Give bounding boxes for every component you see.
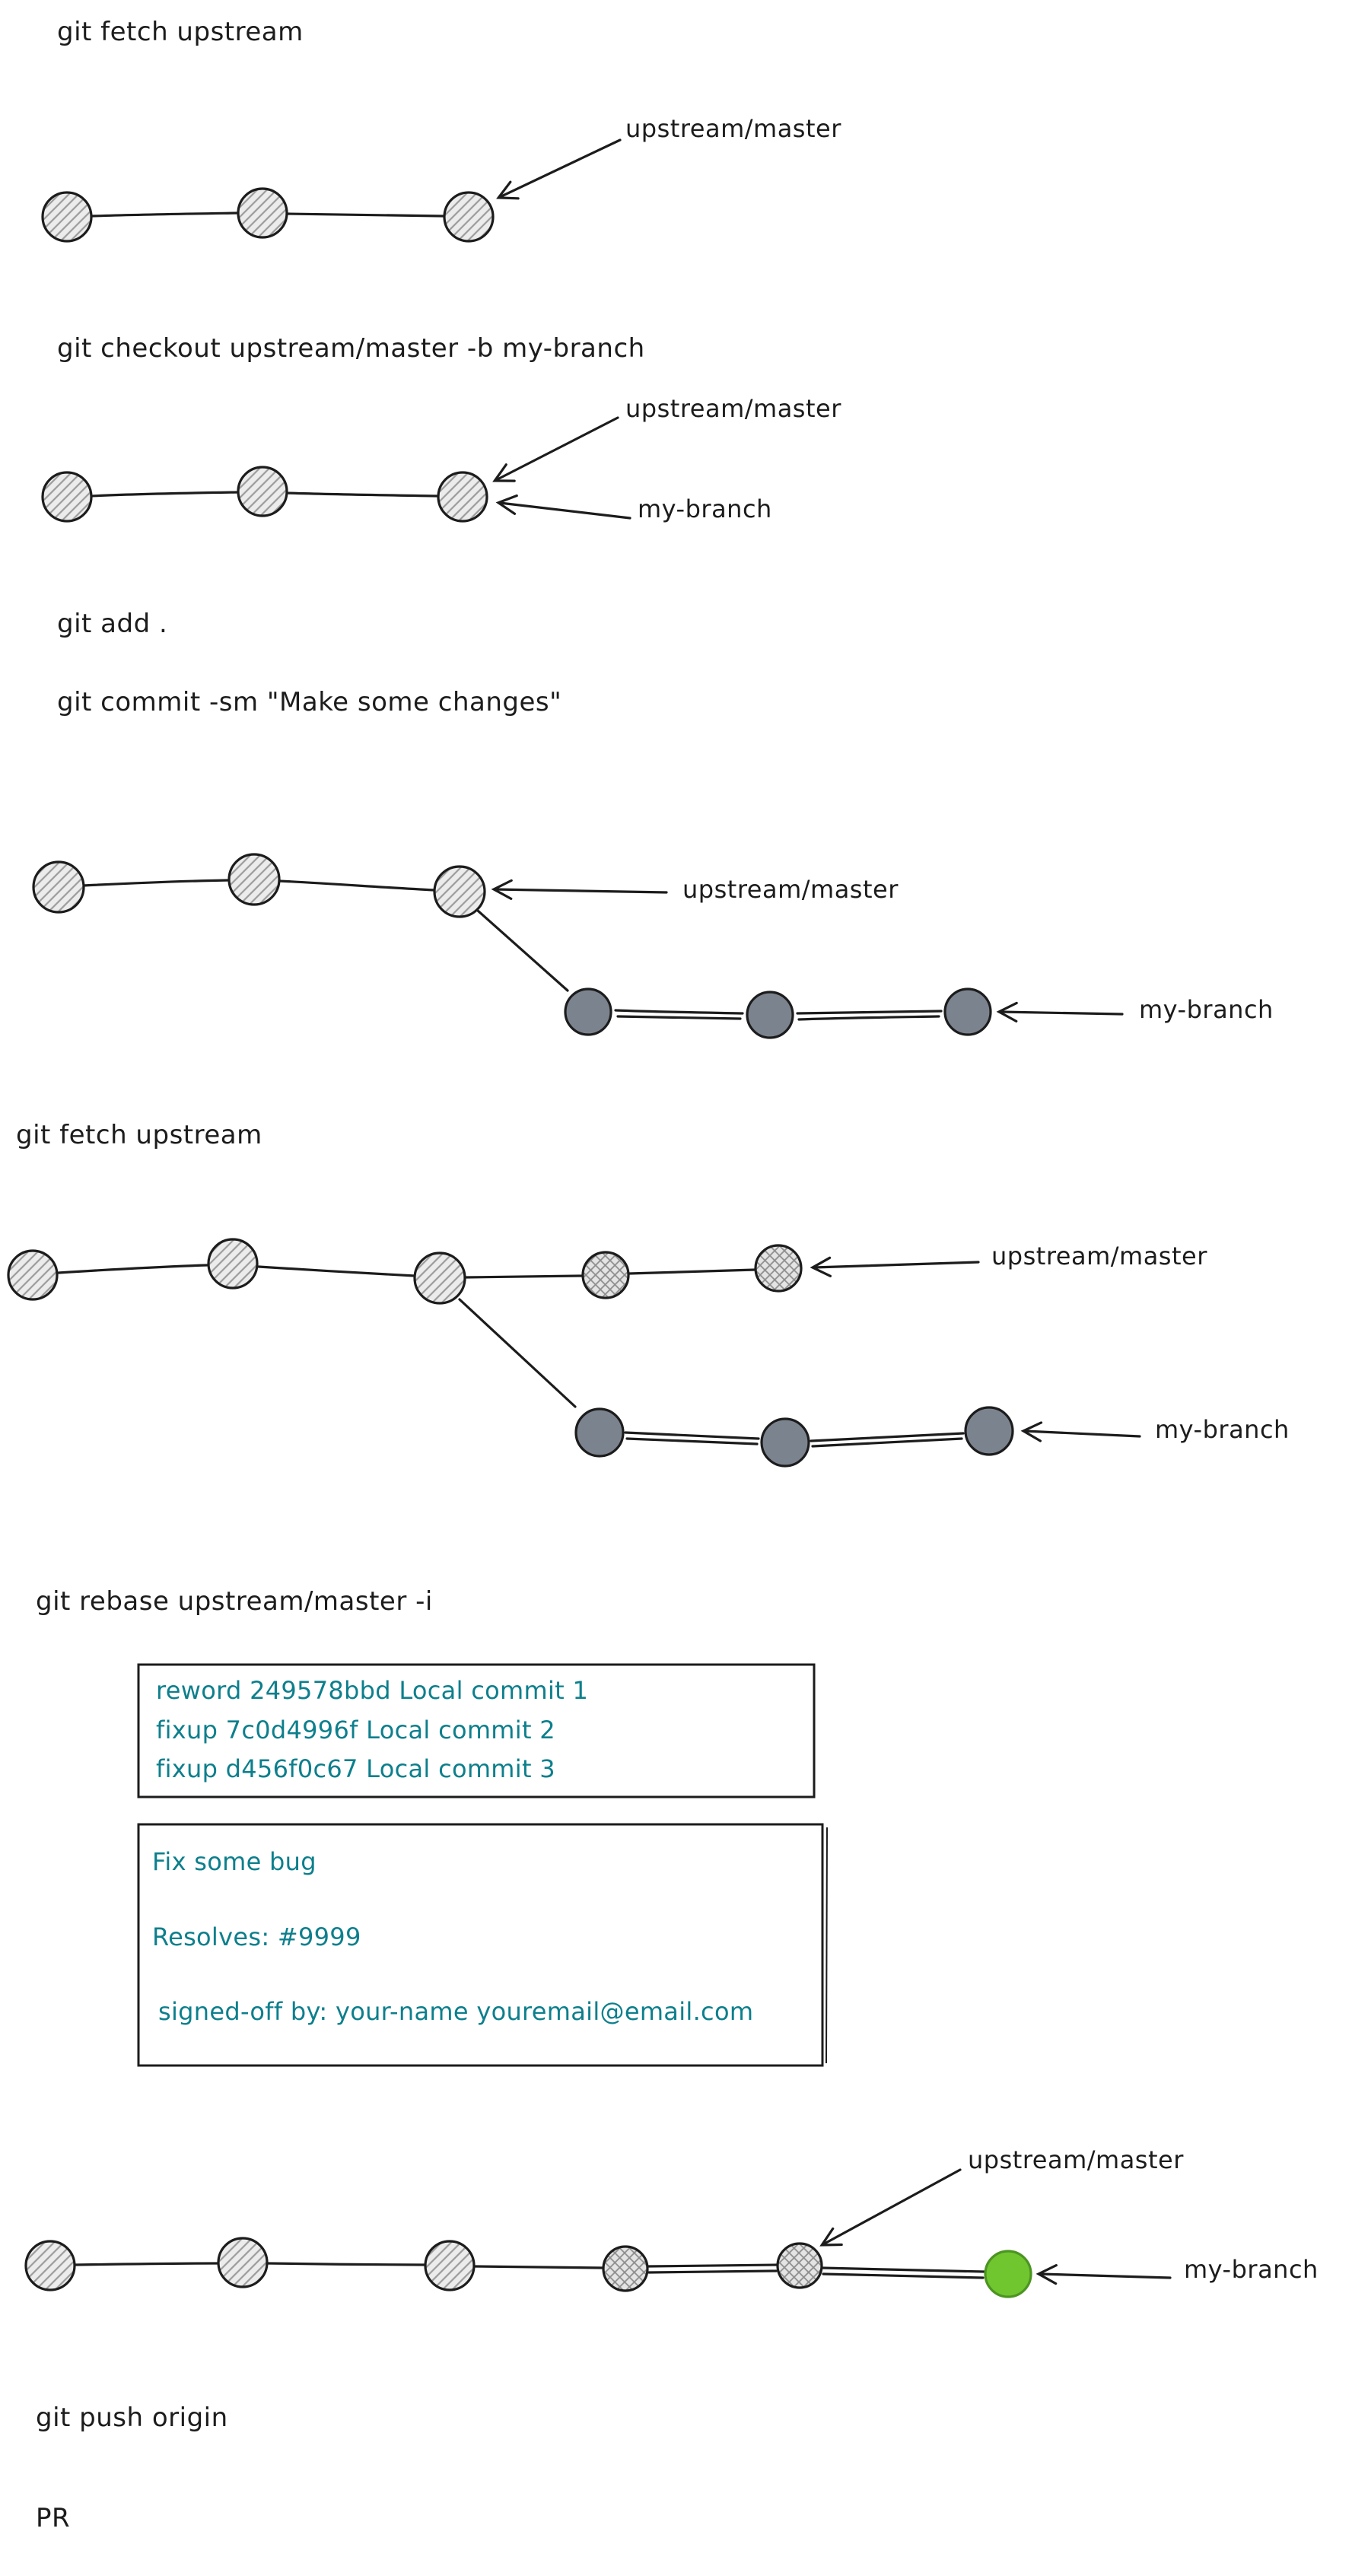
command-git-push-origin: git push origin: [36, 2403, 228, 2433]
commit-edge: [797, 1015, 940, 1021]
commit-edge: [614, 1009, 744, 1015]
commit-node: [443, 191, 495, 243]
label-upstream-master-5: upstream/master: [968, 2145, 1184, 2174]
rebase-todo-line-2: fixup 7c0d4996f Local commit 2: [156, 1716, 555, 1744]
commit-message-line-1: Fix some bug: [152, 1847, 317, 1876]
commit-edge: [616, 1015, 742, 1020]
arrow-to-my-branch: [1020, 1421, 1141, 1442]
commit-edge: [811, 1437, 963, 1448]
commit-node: [227, 853, 281, 906]
command-git-commit: git commit -sm "Make some changes": [57, 687, 562, 717]
local-commit-node: [760, 1417, 810, 1468]
new-upstream-commit-node: [776, 2242, 823, 2289]
branch-edge: [458, 1298, 577, 1408]
commit-message-box: [137, 1823, 828, 2067]
command-git-fetch-upstream-1: git fetch upstream: [57, 17, 304, 47]
rebase-todo-line-3: fixup d456f0c67 Local commit 3: [156, 1754, 555, 1783]
commit-node: [437, 471, 488, 523]
rebase-todo-box: [137, 1663, 816, 1798]
commit-edge: [646, 2263, 779, 2268]
arrow-to-upstream-master: [491, 879, 668, 900]
commit-message-box-border: [137, 1823, 824, 2067]
commit-node: [237, 187, 288, 239]
commit-edge: [90, 491, 240, 498]
graph-after-rebase: [24, 2168, 1172, 2298]
rebase-todo-box-border: [137, 1663, 816, 1798]
commit-edge: [257, 1265, 416, 1277]
commit-edge: [278, 879, 436, 892]
local-commit-node: [964, 1406, 1014, 1456]
command-git-checkout-branch: git checkout upstream/master -b my-branc…: [57, 333, 645, 364]
arrow-to-upstream-master: [492, 416, 619, 482]
command-git-fetch-upstream-2: git fetch upstream: [16, 1120, 262, 1150]
command-git-add: git add .: [57, 609, 168, 639]
local-commit-node: [943, 987, 992, 1036]
local-commit-node: [574, 1407, 625, 1458]
label-upstream-master-4: upstream/master: [991, 1242, 1207, 1271]
graph-after-second-fetch: [7, 1238, 1141, 1468]
commit-edge: [57, 1264, 208, 1274]
commit-message-box-edge: [826, 1827, 828, 2064]
commit-edge: [91, 211, 239, 218]
commit-node: [424, 2240, 476, 2291]
arrow-to-upstream-master: [810, 1256, 980, 1277]
commit-edge: [464, 1274, 584, 1279]
commit-node: [433, 865, 486, 918]
branch-edge: [476, 909, 569, 992]
commit-edge: [472, 2265, 606, 2269]
label-upstream-master-1: upstream/master: [625, 114, 841, 143]
arrow-to-upstream-master: [496, 138, 622, 200]
commit-node: [413, 1251, 466, 1305]
label-upstream-master-3: upstream/master: [682, 875, 899, 904]
arrow-to-my-branch: [996, 1001, 1124, 1022]
new-upstream-commit-node: [581, 1251, 630, 1299]
commit-edge: [73, 2262, 220, 2266]
graph-after-first-fetch: [41, 138, 622, 243]
commit-edge: [285, 491, 440, 498]
local-commit-node: [746, 991, 794, 1039]
commit-edge: [647, 2269, 778, 2274]
label-my-branch-3: my-branch: [1155, 1415, 1290, 1444]
commit-edge: [822, 2272, 985, 2279]
commit-edge: [286, 212, 445, 218]
commit-edge: [796, 1010, 943, 1015]
commit-edge: [820, 2266, 986, 2273]
commit-message-line-2: Resolves: #9999: [152, 1922, 361, 1951]
commit-node: [24, 2240, 76, 2291]
arrow-to-my-branch: [1035, 2264, 1172, 2285]
graph-after-commits: [32, 853, 1124, 1039]
graph-after-checkout: [41, 416, 631, 523]
label-upstream-master-2: upstream/master: [625, 394, 841, 423]
label-pr: PR: [36, 2503, 71, 2533]
commit-node: [41, 191, 93, 243]
local-commit-node: [564, 987, 612, 1036]
commit-node: [7, 1249, 59, 1301]
label-my-branch-1: my-branch: [638, 495, 772, 523]
arrow-to-my-branch: [495, 494, 631, 520]
new-upstream-commit-node: [602, 2245, 649, 2292]
rebased-commit-node: [984, 2250, 1032, 2298]
label-my-branch-2: my-branch: [1139, 995, 1274, 1024]
arrow-to-upstream-master: [819, 2168, 962, 2247]
commit-edge: [810, 1432, 965, 1442]
commit-edge: [82, 879, 231, 887]
commit-node: [217, 2237, 269, 2288]
command-git-rebase: git rebase upstream/master -i: [36, 1586, 433, 1617]
commit-node: [32, 860, 85, 914]
commit-edge: [625, 1437, 759, 1445]
commit-node: [207, 1238, 259, 1290]
commit-edge: [624, 1431, 760, 1440]
label-my-branch-4: my-branch: [1184, 2255, 1319, 2284]
rebase-todo-line-1: reword 249578bbd Local commit 1: [156, 1676, 589, 1705]
commit-node: [237, 466, 288, 517]
commit-message-line-3: signed-off by: your-name youremail@email…: [158, 1997, 754, 2026]
commit-node: [41, 471, 93, 523]
new-upstream-commit-node: [754, 1244, 803, 1293]
commit-edge: [266, 2262, 427, 2266]
commit-edge: [628, 1268, 756, 1275]
